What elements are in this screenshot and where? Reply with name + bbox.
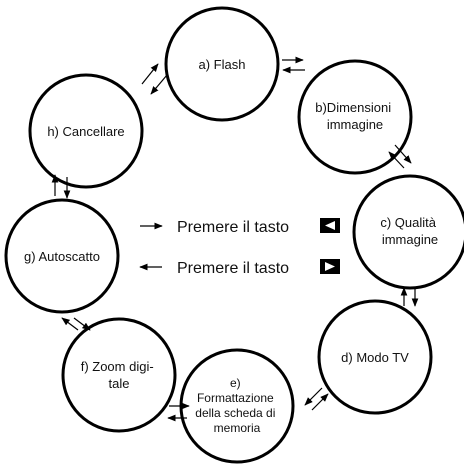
left-arrow-key-icon (320, 218, 340, 233)
arrows-h-a (141, 63, 168, 95)
legend-forward-row: Premere il tasto (140, 218, 340, 236)
arrow-forward-h-a (141, 63, 159, 85)
arrows-f-g (61, 317, 91, 331)
arrow-forward-f-g (61, 317, 79, 331)
arrows-a-b (282, 56, 305, 74)
node-f-label: f) Zoom digi- tale (81, 359, 158, 391)
right-arrow-key-icon (320, 259, 340, 274)
node-a-label: a) Flash (199, 57, 246, 72)
node-b-dimensioni-immagine: b)Dimensioni immagine (297, 59, 413, 175)
legend-backward-text: Premere il tasto (177, 260, 289, 277)
arrows-c-d (400, 287, 419, 307)
legend-forward-text: Premere il tasto (177, 219, 289, 236)
arrow-backward-e-d (311, 393, 329, 411)
legend-backward-row: Premere il tasto (139, 259, 340, 277)
node-d-modo-tv: d) Modo TV (317, 299, 433, 415)
node-h-cancellare: h) Cancellare (28, 73, 144, 189)
node-b-label: b)Dimensioni immagine (315, 100, 395, 132)
arrows-d-e (304, 387, 329, 411)
node-f-zoom-digitale: f) Zoom digi- tale (61, 317, 177, 433)
node-h-label: h) Cancellare (47, 124, 124, 139)
node-e-label: e) Formattazione della scheda di memoria (195, 376, 278, 435)
arrow-forward-b-c (394, 144, 412, 164)
arrow-backward-g-f (73, 317, 91, 331)
node-g-autoscatto: g) Autoscatto (4, 198, 120, 314)
arrows-e-f (167, 402, 190, 422)
arrow-forward-d-e (304, 387, 323, 406)
arrows-b-c (388, 144, 412, 169)
node-c-qualita-immagine: c) Qualità immagine (352, 174, 464, 290)
node-e-formattazione-scheda: e) Formattazione della scheda di memoria (179, 348, 295, 464)
arrow-backward-a-h (150, 74, 168, 95)
legend: Premere il tasto Premere il tasto (139, 218, 340, 277)
arrows-g-h (51, 174, 71, 199)
node-c-label: c) Qualità immagine (380, 215, 439, 247)
node-d-label: d) Modo TV (341, 350, 409, 365)
node-a-flash: a) Flash (164, 6, 280, 122)
arrow-backward-c-b (388, 151, 405, 169)
node-g-label: g) Autoscatto (24, 249, 100, 264)
